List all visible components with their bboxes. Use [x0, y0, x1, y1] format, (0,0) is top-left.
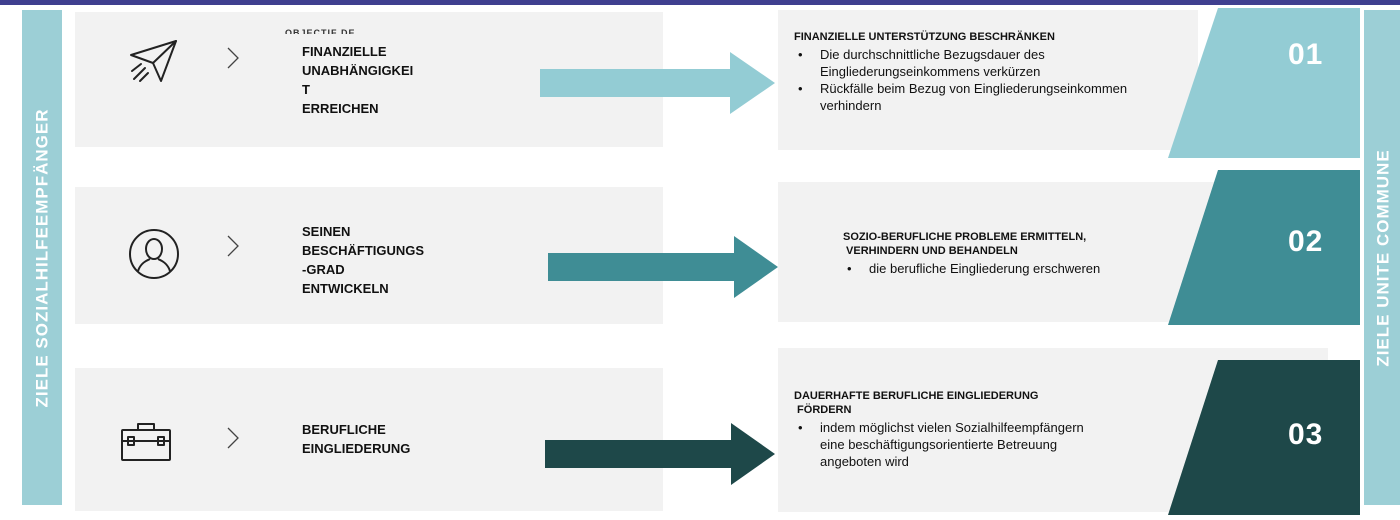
arrow-2	[548, 236, 778, 303]
bullet-item: Rückfälle beim Bezug von Eingliederungse…	[794, 80, 1154, 114]
right-sidebar: ZIELE UNITE COMMUNE	[1364, 10, 1400, 505]
result-title-1: FINANZIELLE UNTERSTÜTZUNG BESCHRÄNKEN	[794, 31, 1055, 43]
chevron-right-icon	[226, 46, 240, 75]
number-badge-2	[1168, 170, 1360, 330]
result-text-1: FINANZIELLE UNTERSTÜTZUNG BESCHRÄNKEN Di…	[794, 30, 1154, 114]
goal-panel-3	[75, 368, 663, 511]
right-sidebar-label: ZIELE UNITE COMMUNE	[1374, 148, 1393, 367]
chevron-right-icon	[226, 234, 240, 263]
paper-plane-icon	[128, 38, 180, 89]
goal-label-2: SEINEN BESCHÄFTIGUNGS -GRAD ENTWICKELN	[302, 224, 425, 296]
number-1: 01	[1288, 38, 1324, 71]
left-sidebar: ZIELE SOZIALHILFEEMPFÄNGER	[22, 10, 62, 505]
number-2: 02	[1288, 225, 1324, 258]
top-accent-bar	[0, 0, 1400, 5]
result-text-3: DAUERHAFTE BERUFLICHE EINGLIEDERUNG FÖRD…	[794, 389, 1124, 470]
bullet-item: Die durchschnittliche Bezugsdauer des Ei…	[794, 46, 1154, 80]
number-badge-3	[1168, 360, 1360, 520]
number-3: 03	[1288, 418, 1324, 451]
arrow-1	[540, 52, 775, 119]
result-title-3: DAUERHAFTE BERUFLICHE EINGLIEDERUNG FÖRD…	[794, 390, 1039, 416]
person-icon	[128, 228, 180, 285]
goal-label-cutoff: OBJECTIF DE	[285, 28, 356, 34]
bullet-item: indem möglichst vielen Sozialhilfeempfän…	[794, 419, 1124, 470]
arrow-3	[545, 423, 775, 490]
goal-label-1: FINANZIELLE UNABHÄNGIGKEI T ERREICHEN	[302, 44, 414, 116]
goal-label-3: BERUFLICHE EINGLIEDERUNG	[302, 422, 411, 456]
bullet-item: die berufliche Eingliederung erschweren	[843, 260, 1173, 277]
left-sidebar-label: ZIELE SOZIALHILFEEMPFÄNGER	[32, 108, 52, 407]
result-title-2: SOZIO-BERUFLICHE PROBLEME ERMITTELN, VER…	[843, 231, 1087, 257]
result-text-2: SOZIO-BERUFLICHE PROBLEME ERMITTELN, VER…	[843, 230, 1173, 277]
chevron-right-icon	[226, 426, 240, 455]
number-badge-1	[1168, 8, 1360, 163]
briefcase-icon	[118, 421, 174, 468]
